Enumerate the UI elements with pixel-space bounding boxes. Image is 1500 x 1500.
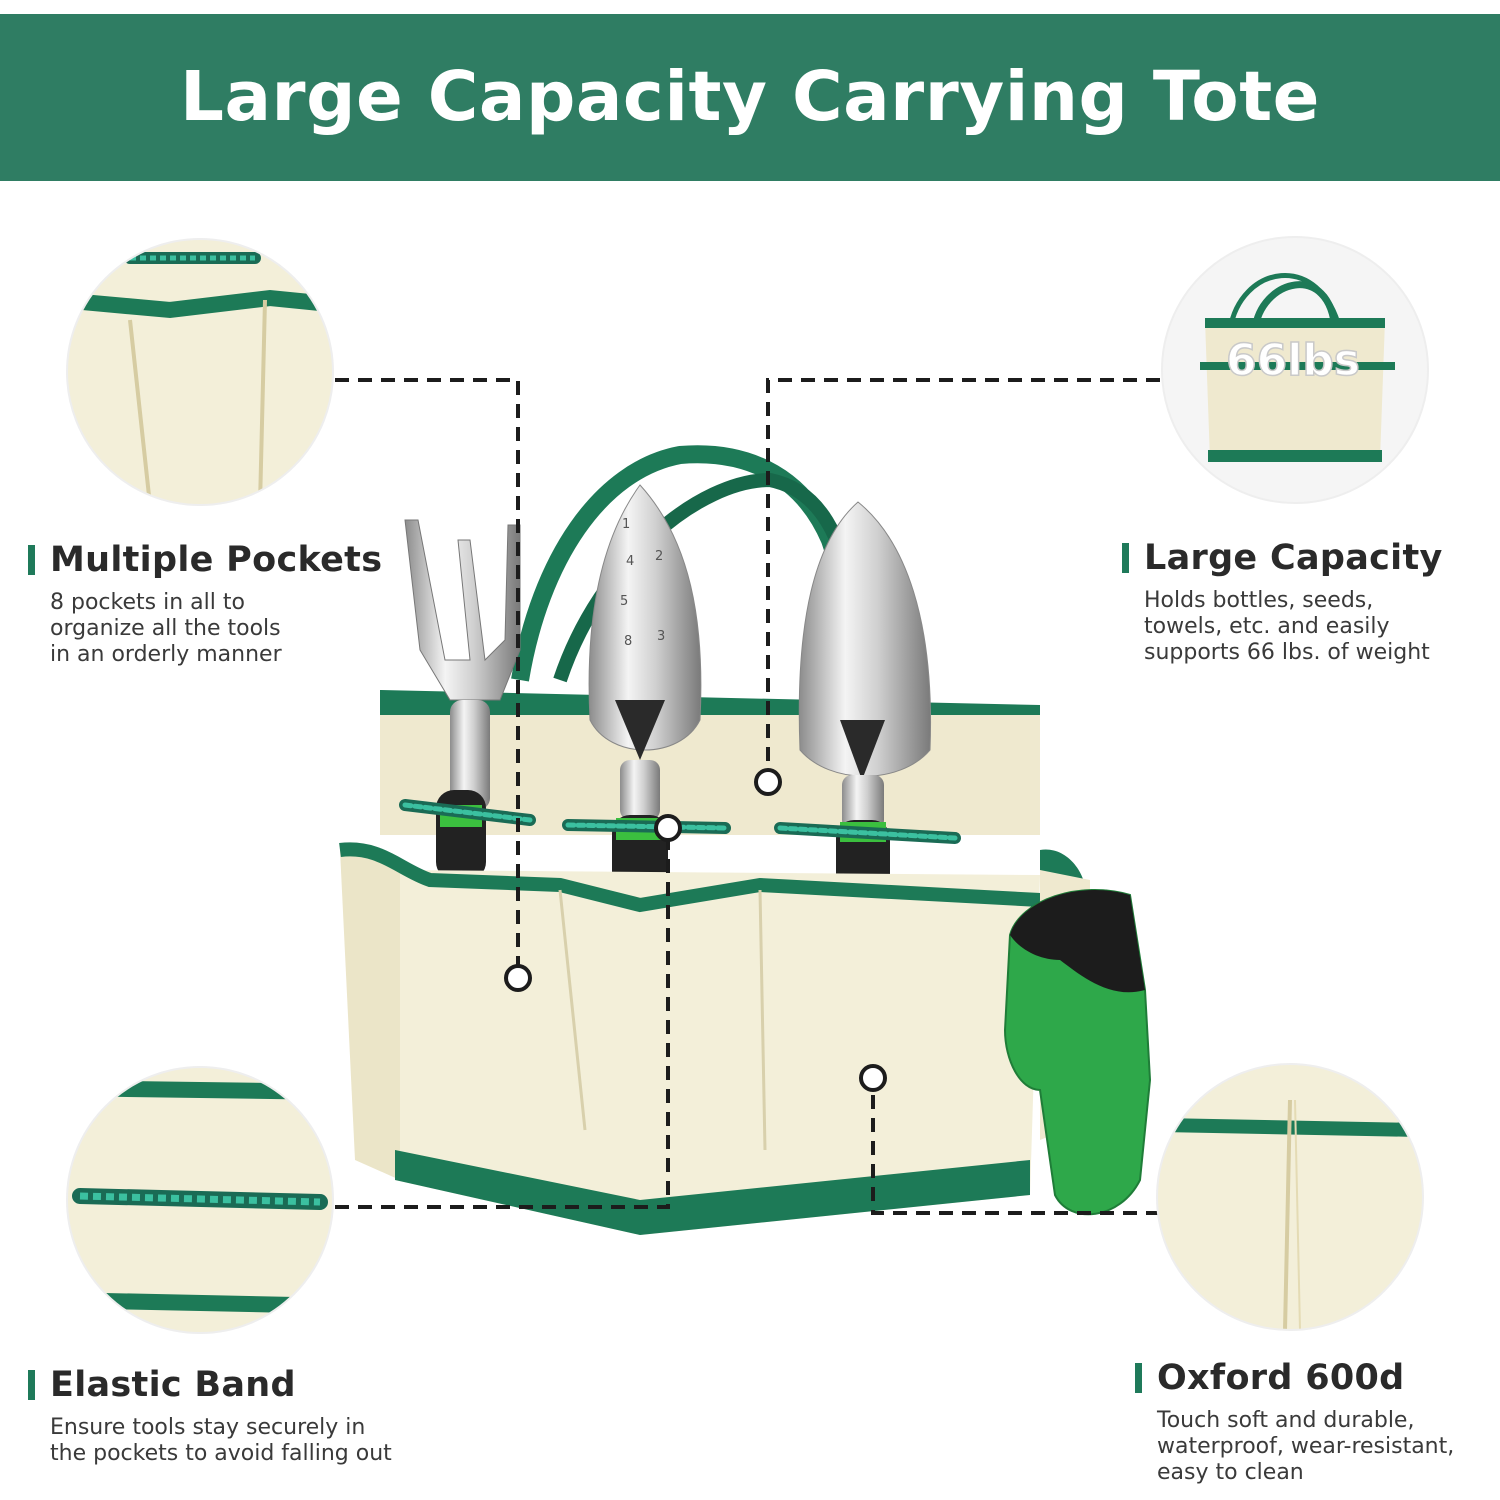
svg-text:1: 1 [622,517,630,532]
svg-text:8: 8 [624,634,632,649]
feature-multiple-pockets: Multiple Pockets 8 pockets in all to org… [28,540,448,680]
feature-line: Ensure tools stay securely in [50,1415,366,1440]
feature-title: Multiple Pockets [50,540,383,580]
feature-accent-bar [1135,1363,1142,1393]
garden-glove [1003,849,1152,1216]
feature-elastic-band: Elastic Band Ensure tools stay securely … [28,1365,468,1475]
tote-body [339,799,1041,1235]
trowel [798,501,932,905]
feature-accent-bar [28,545,35,575]
feature-line: 8 pockets in all to [50,590,245,615]
svg-text:5: 5 [620,594,628,609]
feature-title: Oxford 600d [1157,1358,1405,1398]
capacity-inset-label: 66lbs [1226,335,1360,386]
feature-oxford-600d: Oxford 600d Touch soft and durable, wate… [1135,1358,1495,1498]
capacity-detail-inset: 66lbs [1162,237,1428,503]
feature-accent-bar [1122,543,1129,573]
callout-lines [335,378,1160,1215]
feature-line: waterproof, wear-resistant, [1157,1434,1455,1459]
banner-title: Large Capacity Carrying Tote [180,57,1320,137]
elastic-detail-inset [67,1067,333,1333]
feature-title: Elastic Band [50,1365,296,1405]
feature-large-capacity: Large Capacity Holds bottles, seeds, tow… [1122,538,1492,678]
pockets-detail-inset [67,239,333,505]
feature-accent-bar [28,1370,35,1400]
fabric-detail-inset [1157,1064,1423,1330]
svg-text:2: 2 [655,549,663,564]
feature-line: organize all the tools [50,616,281,641]
feature-line: towels, etc. and easily [1144,614,1390,639]
feature-line: supports 66 lbs. of weight [1144,640,1430,665]
feature-line: Touch soft and durable, [1157,1408,1415,1433]
measuring-trowel: 1 4 5 8 2 3 [588,484,702,905]
feature-line: easy to clean [1157,1460,1304,1485]
title-banner: Large Capacity Carrying Tote [0,14,1500,181]
feature-line: Holds bottles, seeds, [1144,588,1374,613]
svg-text:4: 4 [626,554,634,569]
feature-line: in an orderly manner [50,642,282,667]
feature-title: Large Capacity [1144,538,1443,578]
feature-line: the pockets to avoid falling out [50,1441,392,1466]
svg-text:3: 3 [657,629,665,644]
callout-points [504,768,887,1092]
